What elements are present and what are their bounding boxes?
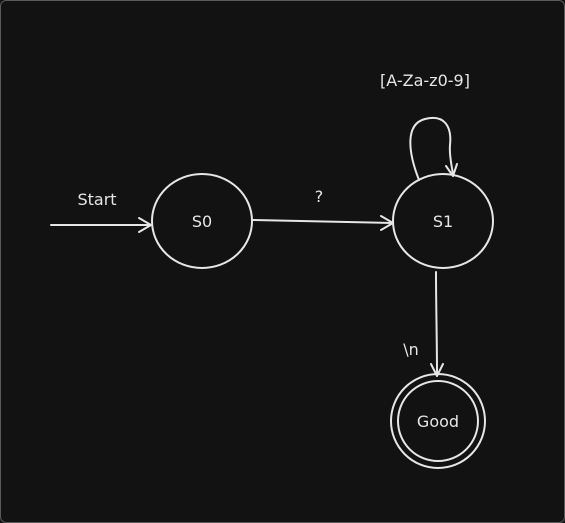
transition-s1-loop-label: [A-Za-z0-9] <box>380 71 470 90</box>
transition-s0-s1-label: ? <box>315 187 324 206</box>
transition-s0-s1 <box>252 215 394 231</box>
start-arrow <box>50 217 152 233</box>
state-s1-label: S1 <box>433 212 453 231</box>
start-label: Start <box>77 190 116 209</box>
state-s1 <box>392 173 494 269</box>
transition-s1-good-label: \n <box>403 340 419 359</box>
state-s0 <box>151 173 253 269</box>
state-good-label: Good <box>417 412 459 431</box>
state-good <box>390 373 486 469</box>
transition-s1-good <box>430 271 444 377</box>
state-s0-label: S0 <box>192 212 212 231</box>
transition-s1-loop <box>409 116 458 181</box>
